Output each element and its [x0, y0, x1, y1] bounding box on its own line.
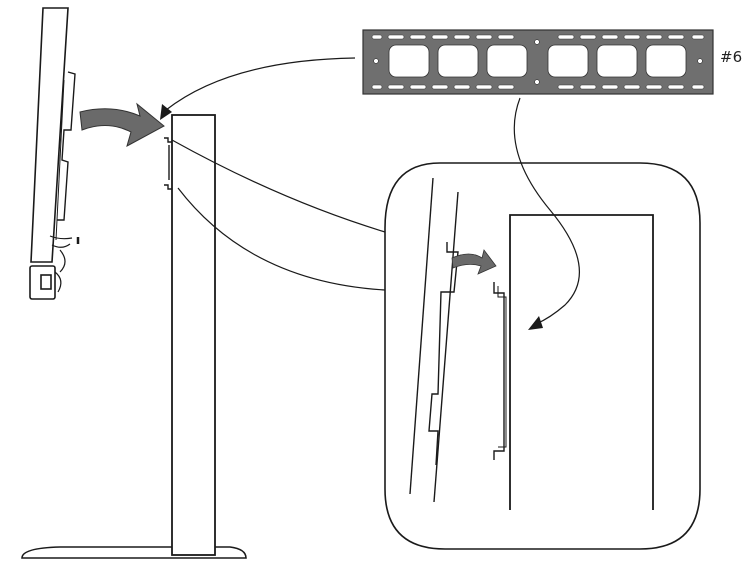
arrow-bracket-to-stand — [165, 57, 356, 111]
callout-line-bottom — [177, 187, 386, 291]
tv-side-profile — [29, 7, 80, 300]
gray-arrow-to-stand — [79, 102, 165, 148]
arrow-bracket-to-stand-head — [160, 104, 172, 120]
callout-line-top — [171, 139, 386, 233]
mounting-bracket-6 — [362, 29, 714, 95]
detail-callout — [384, 162, 701, 550]
arrow-bracket-to-detail-head — [528, 316, 543, 330]
gray-arrow-hook — [451, 249, 497, 275]
stand-column — [171, 114, 216, 556]
column-mount-hooks — [164, 137, 172, 190]
arrow-bracket-to-detail — [513, 97, 580, 325]
bracket-part-label: #6 — [720, 48, 742, 66]
